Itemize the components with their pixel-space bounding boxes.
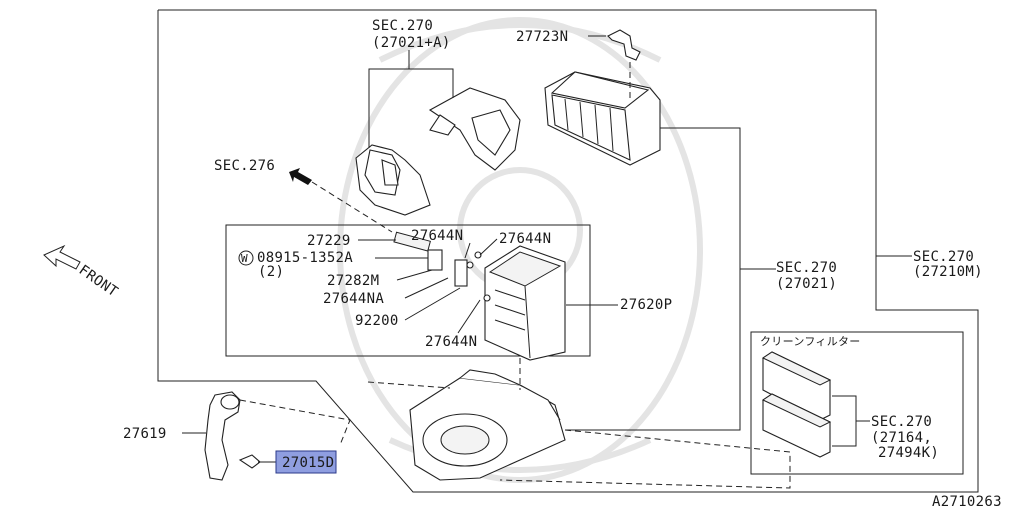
main-frame-outline <box>157 9 979 493</box>
label-sec270-right: SEC.270 <box>913 249 974 265</box>
clip-27015d-part <box>238 454 261 469</box>
label-27229: 27229 <box>307 233 351 249</box>
diagram-code: A2710263 <box>932 494 1002 510</box>
label-qty2: (2) <box>258 264 284 280</box>
label-92200: 92200 <box>355 313 399 329</box>
highlight-27015d[interactable] <box>275 450 337 474</box>
label-filter-title: クリーンフィルター <box>760 335 861 348</box>
label-sec270-right-sub: (27210M) <box>913 264 983 280</box>
arrow-sec276-icon <box>289 168 312 185</box>
bolt-w-symbol-icon <box>238 250 254 266</box>
filter-group-box <box>750 331 964 475</box>
label-08915: 08915-1352A <box>257 250 353 266</box>
label-sec270-top: SEC.270 <box>372 18 433 34</box>
label-sec270-top-sub: (27021+A) <box>372 35 451 51</box>
label-bolt-symbol: W <box>241 252 248 265</box>
label-sec270-mid-sub: (27021) <box>776 276 837 292</box>
duct-27619-part <box>204 391 241 481</box>
expansion-valve-part <box>393 231 468 287</box>
label-27644n-b: 27644N <box>499 231 551 247</box>
label-27644n-a: 27644N <box>411 228 463 244</box>
label-27619: 27619 <box>123 426 167 442</box>
label-sec270-mid: SEC.270 <box>776 260 837 276</box>
label-27644na: 27644NA <box>323 291 384 307</box>
label-27723n: 27723N <box>516 29 568 45</box>
label-sec276: SEC.276 <box>214 158 275 174</box>
heater-case-part <box>544 71 661 166</box>
label-front: FRONT <box>76 262 121 300</box>
evaporator-group-box <box>225 224 591 357</box>
evaporator-core-part <box>484 245 566 361</box>
label-27620p: 27620P <box>620 297 672 313</box>
cabin-filter-part <box>761 351 832 458</box>
label-27015d[interactable]: 27015D <box>282 455 334 471</box>
upper-duct-part <box>355 87 521 216</box>
label-27282m: 27282M <box>327 273 379 289</box>
front-direction-arrow-icon <box>43 244 81 270</box>
label-sec270-filter: SEC.270 <box>871 414 932 430</box>
label-sec270-filter-sub2: 27494K) <box>878 445 939 461</box>
blower-case-part <box>409 369 566 481</box>
label-sec270-filter-sub1: (27164, <box>871 430 932 446</box>
sensor-27723n-part <box>607 29 641 61</box>
label-27644n-c: 27644N <box>425 334 477 350</box>
